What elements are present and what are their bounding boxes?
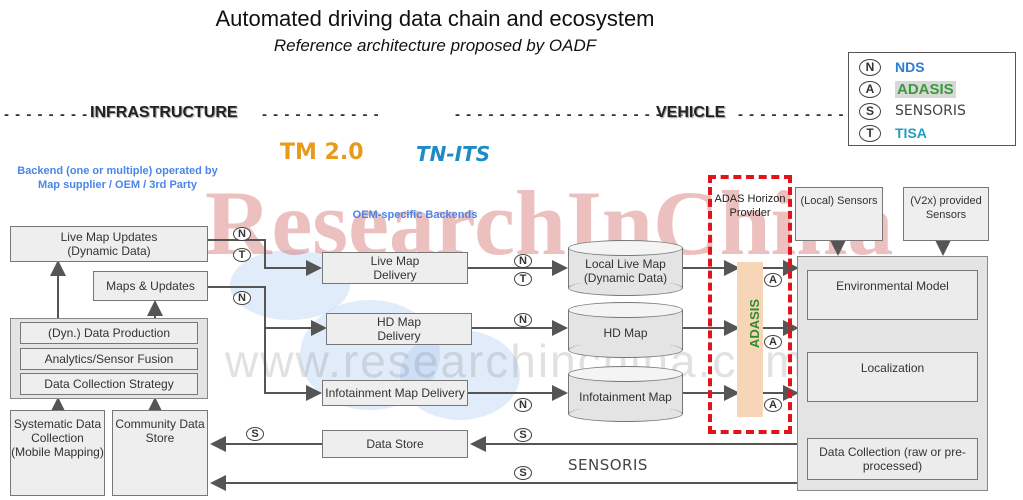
local-sensors-box: (Local) Sensors bbox=[795, 187, 883, 241]
community-store-box: Community Data Store bbox=[112, 410, 208, 496]
hd-map-label: HD Map bbox=[603, 326, 648, 340]
live-map-updates-box: Live Map Updates (Dynamic Data) bbox=[10, 226, 208, 262]
page-subtitle: Reference architecture proposed by OADF bbox=[273, 36, 597, 55]
legend-nds-logo: NDS bbox=[895, 59, 925, 75]
legend-badge-n: N bbox=[859, 58, 881, 76]
backend-note: Backend (one or multiple) operated by Ma… bbox=[17, 165, 218, 191]
badge-a-info: A bbox=[764, 398, 782, 412]
legend-badge-a: A bbox=[859, 80, 881, 98]
data-store-label: Data Store bbox=[366, 437, 424, 451]
live-map-delivery-label: Live Map Delivery bbox=[370, 254, 420, 282]
legend-adasis-logo: ADASIS bbox=[895, 80, 956, 98]
badge-n-live: N bbox=[233, 227, 251, 241]
watermark-brand: ResearchInChina bbox=[205, 172, 894, 274]
legend-sensoris-logo: SENSORIS bbox=[895, 103, 966, 119]
systematic-collection-box: Systematic Data Collection (Mobile Mappi… bbox=[10, 410, 105, 496]
v2x-sensors-label: (V2x) provided Sensors bbox=[910, 195, 982, 221]
localization-label: Localization bbox=[860, 361, 925, 375]
local-live-map-db: Local Live Map (Dynamic Data) bbox=[568, 240, 683, 296]
section-infrastructure: INFRASTRUCTURE bbox=[90, 104, 238, 121]
adasis-vertical-logo: ADASIS bbox=[747, 298, 763, 349]
infotainment-delivery-label: Infotainment Map Delivery bbox=[325, 386, 465, 400]
page-title: Automated driving data chain and ecosyst… bbox=[215, 6, 655, 31]
localization-box: Localization bbox=[807, 352, 978, 402]
watermark-url: www.researchinchina.com bbox=[225, 335, 806, 387]
analytics-fusion-label: Analytics/Sensor Fusion bbox=[44, 352, 174, 366]
legend-row-adasis: A ADASIS bbox=[859, 79, 956, 99]
data-collection-strategy-box: Data Collection Strategy bbox=[20, 373, 198, 395]
dyn-data-production-box: (Dyn.) Data Production bbox=[20, 322, 198, 344]
sensoris-bottom-logo: SENSORIS bbox=[568, 456, 648, 474]
section-dash-right: - - - - - - - - - - - bbox=[738, 106, 856, 123]
badge-a-env: A bbox=[764, 273, 782, 287]
section-dash-mid2: - - - - - - - - - - - - - - - - - - - - … bbox=[455, 106, 696, 123]
systematic-collection-label: Systematic Data Collection (Mobile Mappi… bbox=[11, 417, 104, 459]
infotainment-map-label: Infotainment Map bbox=[579, 390, 672, 404]
oem-backends-label: OEM-specific Backends bbox=[352, 209, 478, 221]
environmental-model-box: Environmental Model bbox=[807, 270, 978, 320]
legend-row-nds: N NDS bbox=[859, 57, 925, 77]
badge-n-hd: N bbox=[514, 313, 532, 327]
tnits-logo: TN-ITS bbox=[416, 142, 491, 166]
v2x-sensors-box: (V2x) provided Sensors bbox=[903, 187, 989, 241]
data-store-box: Data Store bbox=[322, 430, 468, 458]
community-store-label: Community Data Store bbox=[115, 417, 205, 445]
badge-n-infotainment: N bbox=[514, 398, 532, 412]
badge-t-livedelivery: T bbox=[514, 272, 532, 286]
badge-t-live: T bbox=[233, 248, 251, 262]
data-collection-label: Data Collection (raw or pre-processed) bbox=[819, 445, 966, 473]
hd-map-db: HD Map bbox=[568, 302, 683, 358]
maps-updates-box: Maps & Updates bbox=[93, 271, 208, 301]
maps-updates-label: Maps & Updates bbox=[106, 279, 195, 293]
legend-row-sensoris: S SENSORIS bbox=[859, 101, 966, 121]
badge-n-maps: N bbox=[233, 291, 251, 305]
live-map-delivery-box: Live Map Delivery bbox=[322, 252, 468, 284]
adas-horizon-provider-label: ADAS Horizon Provider bbox=[714, 193, 786, 219]
legend-tisa-logo: TISA bbox=[895, 125, 927, 141]
legend-row-tisa: T TISA bbox=[859, 123, 927, 143]
infotainment-delivery-box: Infotainment Map Delivery bbox=[322, 380, 468, 406]
badge-s-store-left: S bbox=[246, 427, 264, 441]
data-collection-box: Data Collection (raw or pre-processed) bbox=[807, 438, 978, 480]
tm2-logo: TM 2.0 bbox=[280, 140, 364, 165]
environmental-model-label: Environmental Model bbox=[836, 279, 949, 293]
section-dash-mid: - - - - - - - - - - - bbox=[262, 106, 380, 123]
hd-map-delivery-label: HD Map Delivery bbox=[376, 315, 421, 343]
adas-horizon-bar bbox=[737, 262, 763, 417]
hd-map-delivery-box: HD Map Delivery bbox=[326, 313, 472, 345]
badge-n-livedelivery: N bbox=[514, 254, 532, 268]
legend-badge-t: T bbox=[859, 124, 881, 142]
local-live-map-label: Local Live Map (Dynamic Data) bbox=[583, 257, 668, 285]
section-dash-left: - - - - - - - - bbox=[4, 106, 89, 123]
badge-a-loc: A bbox=[764, 335, 782, 349]
standards-legend: N NDS A ADASIS S SENSORIS T TISA bbox=[848, 52, 1016, 146]
data-collection-strategy-label: Data Collection Strategy bbox=[44, 377, 174, 391]
dyn-data-production-label: (Dyn.) Data Production bbox=[47, 326, 171, 340]
section-vehicle: VEHICLE bbox=[656, 104, 726, 121]
infotainment-map-db: Infotainment Map bbox=[568, 366, 683, 422]
analytics-fusion-box: Analytics/Sensor Fusion bbox=[20, 348, 198, 370]
live-map-updates-label: Live Map Updates (Dynamic Data) bbox=[60, 230, 158, 258]
badge-s-bottom: S bbox=[514, 466, 532, 480]
legend-badge-s: S bbox=[859, 102, 881, 120]
badge-s-store-right: S bbox=[514, 428, 532, 442]
local-sensors-label: (Local) Sensors bbox=[800, 195, 878, 207]
adas-horizon-highlight bbox=[708, 175, 792, 434]
